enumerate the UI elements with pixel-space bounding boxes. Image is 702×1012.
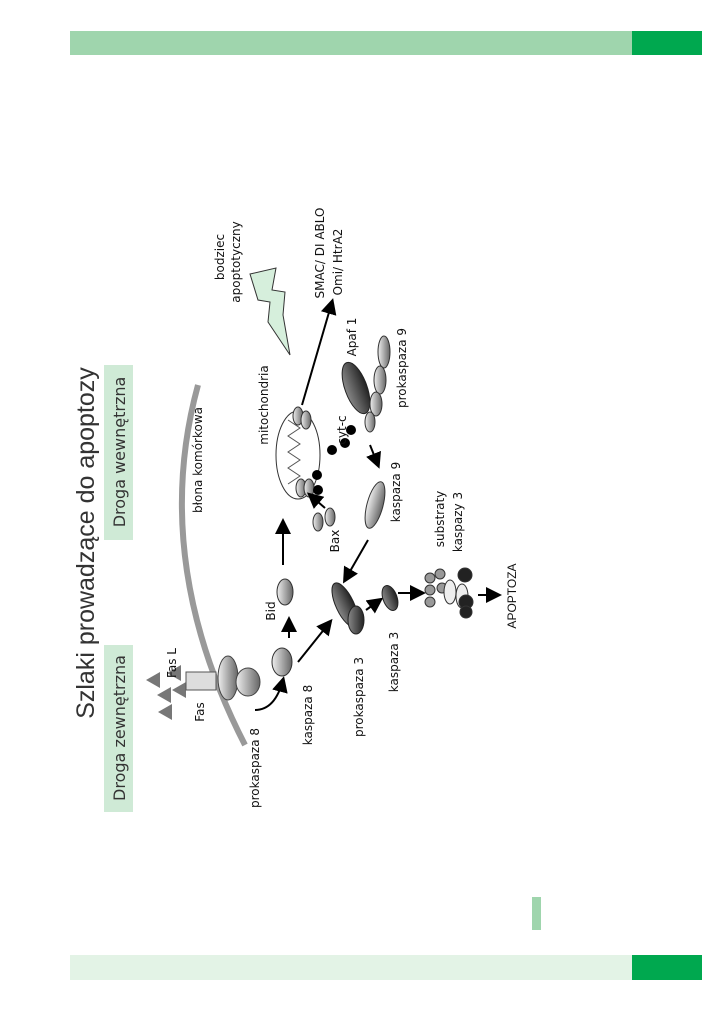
label-substrates-1: substraty (433, 491, 447, 548)
label-membrane: błona komórkowa (191, 407, 205, 513)
arrow-smac (301, 298, 337, 406)
kaspase9-shape (364, 481, 386, 529)
page-title: Szlaki prowadzące do apoptozy (72, 367, 100, 719)
kaspase3-shape (381, 585, 399, 611)
arrow-casp3 (365, 597, 384, 614)
label-substrates-2: kaspazy 3 (451, 492, 465, 552)
label-stimulus-2: apoptotyczny (229, 221, 243, 302)
prokaspase3-shape-2 (347, 605, 365, 635)
label-smac: SMAC/ DI ABLO (313, 208, 327, 299)
cytochrome-c-dots (312, 425, 356, 495)
extrinsic-box (104, 645, 133, 812)
apaf1-shape (341, 361, 371, 415)
side-marker (532, 897, 541, 930)
header-bar (70, 31, 632, 55)
substrates-cluster (424, 567, 474, 619)
label-bid: Bid (264, 601, 278, 620)
receptor-complex (217, 655, 239, 701)
arrow-casp9 (366, 444, 381, 469)
label-kaspase3: kaspaza 3 (387, 632, 401, 692)
arrow-bax (306, 492, 326, 509)
bax-pores (292, 406, 336, 532)
prokaspase8-cluster (235, 667, 261, 697)
kaspase8-shape (271, 647, 293, 677)
arrow-casp8-casp3 (297, 618, 333, 663)
prokaspase9-chain (364, 335, 391, 433)
bid-shape (276, 578, 294, 606)
extrinsic-label: Droga zewnętrzna (110, 655, 129, 801)
label-mitochondria: mitochondria (257, 365, 271, 444)
header-accent (632, 31, 702, 55)
footer-bar (70, 955, 632, 980)
intrinsic-box (104, 365, 133, 540)
label-apaf1: Apaf 1 (345, 318, 359, 357)
label-kaspase9: kaspaza 9 (389, 462, 403, 522)
label-apoptosis: APOPTOZA (505, 563, 519, 628)
label-stimulus-1: bodziec (213, 234, 227, 280)
intrinsic-label: Droga wewnętrzna (110, 377, 129, 528)
label-bax: Bax (328, 530, 342, 553)
label-prokaspase9: prokaspaza 9 (395, 328, 409, 408)
fas-ligands (146, 665, 186, 720)
fas-receptor (185, 671, 217, 691)
arrow-prokasp8 (254, 676, 288, 711)
label-fas-l: Fas L (165, 648, 179, 678)
label-prokaspase8: prokaspaza 8 (248, 728, 262, 808)
label-cytc: cyt-c (335, 415, 349, 444)
label-prokaspase3: prokaspaza 3 (352, 657, 366, 737)
arrow-casp9-casp3 (343, 539, 369, 584)
label-omi: Omi/ HtrA2 (331, 229, 345, 296)
label-kaspase8: kaspaza 8 (301, 685, 315, 745)
footer-accent (632, 955, 702, 980)
lightning-bolt (249, 267, 291, 356)
label-fas: Fas (193, 702, 207, 721)
